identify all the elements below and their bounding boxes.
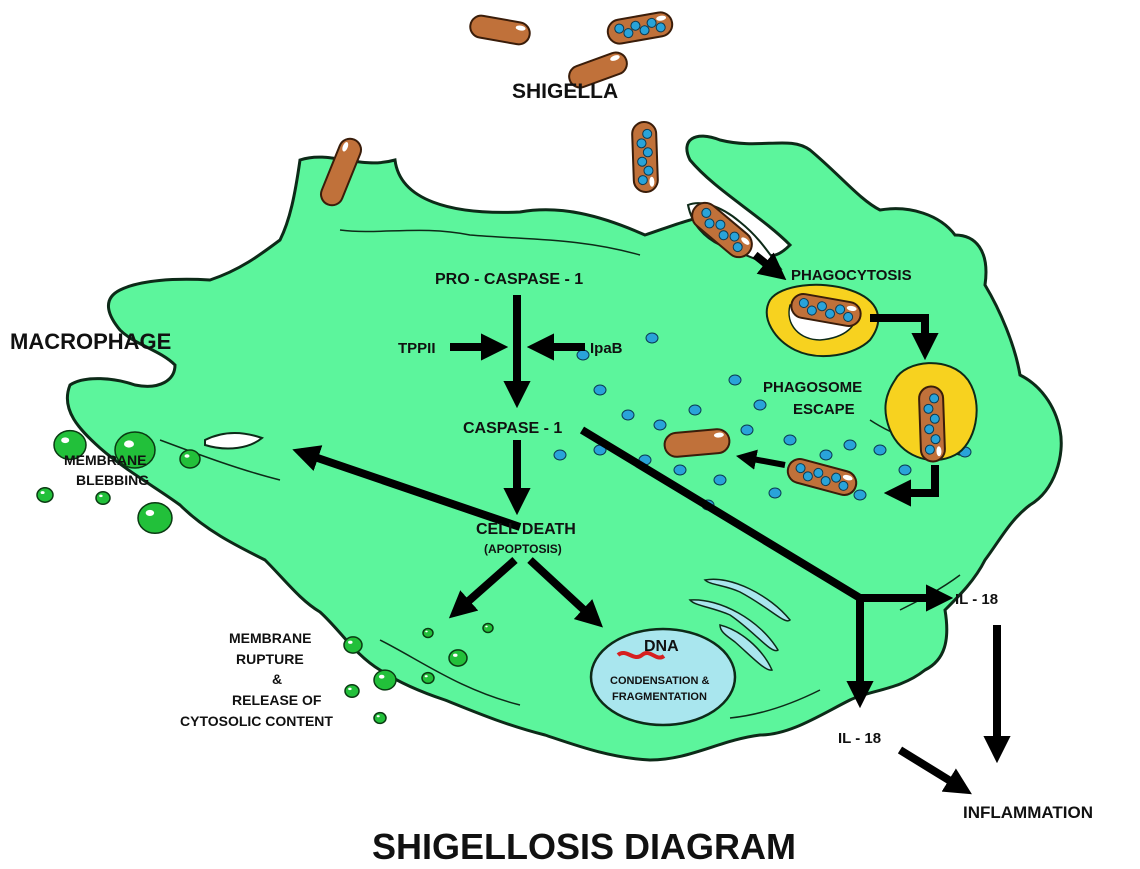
shigella-bacterium [469, 14, 532, 46]
label-macrophage: MACROPHAGE [10, 329, 171, 354]
label-apoptosis: (APOPTOSIS) [484, 542, 562, 556]
label-phagocytosis: PHAGOCYTOSIS [791, 267, 912, 284]
label-shigella: SHIGELLA [512, 80, 618, 103]
label-il18-right: IL - 18 [955, 591, 998, 608]
label-membrane-blebbing-1: MEMBRANE [64, 452, 146, 468]
effector-dot [874, 445, 886, 455]
effector-dot [899, 465, 911, 475]
label-fragmentation: FRAGMENTATION [612, 691, 707, 703]
membrane-bleb [374, 713, 386, 724]
membrane-bleb [96, 492, 110, 505]
label-inflammation: INFLAMMATION [963, 803, 1093, 822]
arrow-il18-bottom-to-inflammation [900, 750, 965, 790]
label-membrane-rupture-4: RELEASE OF [232, 692, 322, 708]
label-membrane-rupture-2: RUPTURE [236, 651, 304, 667]
effector-dot [689, 405, 701, 415]
effector-dot [577, 350, 589, 360]
label-membrane-blebbing-2: BLEBBING [76, 472, 149, 488]
membrane-bleb [449, 650, 467, 666]
shigella-bacterium [632, 122, 658, 193]
membrane-bleb [180, 450, 200, 468]
label-dna: DNA [644, 638, 679, 655]
membrane-bleb [345, 685, 359, 698]
label-il18-bottom: IL - 18 [838, 730, 881, 747]
label-membrane-rupture-1: MEMBRANE [229, 630, 311, 646]
membrane-bleb [483, 624, 493, 633]
effector-dot [654, 420, 666, 430]
label-tppii: TPPII [398, 340, 436, 357]
effector-dot [741, 425, 753, 435]
effector-dot [844, 440, 856, 450]
effector-dot [820, 450, 832, 460]
diagram-title: SHIGELLOSIS DIAGRAM [372, 826, 796, 867]
effector-dot [646, 333, 658, 343]
effector-dot [769, 488, 781, 498]
membrane-bleb [422, 673, 434, 684]
label-phagosome-escape-2: ESCAPE [793, 401, 855, 418]
effector-dot [854, 490, 866, 500]
label-ipab: IpaB [590, 340, 623, 357]
label-caspase: CASPASE - 1 [463, 420, 562, 437]
label-phagosome-escape-1: PHAGOSOME [763, 379, 862, 396]
membrane-bleb [374, 670, 396, 690]
effector-dot [784, 435, 796, 445]
label-membrane-rupture-3: & [272, 671, 282, 687]
effector-dot [754, 400, 766, 410]
effector-dot [714, 475, 726, 485]
effector-dot [729, 375, 741, 385]
membrane-bleb [37, 488, 53, 502]
shigella-bacterium [664, 428, 731, 458]
membrane-bleb [344, 637, 362, 653]
shigella-bacterium [919, 386, 946, 462]
effector-dot [622, 410, 634, 420]
label-condensation: CONDENSATION & [610, 675, 709, 687]
effector-dot [674, 465, 686, 475]
label-pro-caspase: PRO - CASPASE - 1 [435, 271, 583, 288]
membrane-bleb [138, 503, 172, 534]
label-cell-death: CELL DEATH [476, 521, 576, 538]
label-membrane-rupture-5: CYTOSOLIC CONTENT [180, 713, 333, 729]
shigella-bacterium [606, 11, 674, 46]
membrane-bleb [423, 629, 433, 638]
effector-dot [594, 385, 606, 395]
effector-dot [554, 450, 566, 460]
